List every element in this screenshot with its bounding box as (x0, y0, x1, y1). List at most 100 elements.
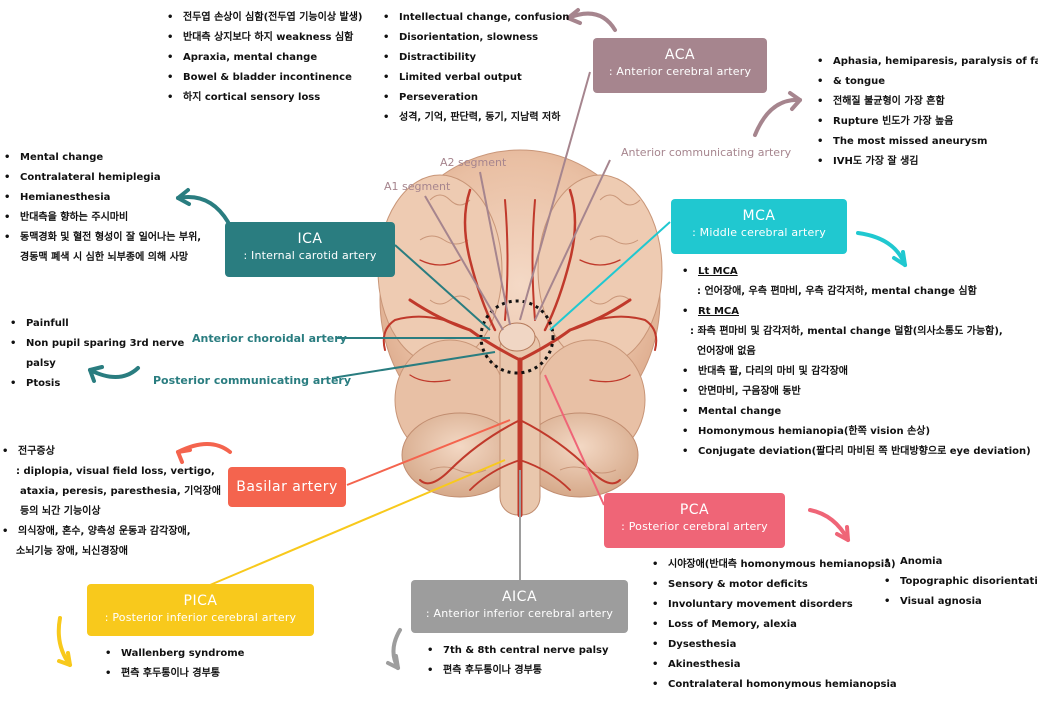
basilar-list: 전구증상 (0, 442, 55, 462)
list-item: Dysesthesia (650, 635, 897, 655)
list-item: Distractibility (381, 48, 569, 68)
list-item: Topographic disorientation (882, 572, 1038, 592)
basilar-desc-2: ataxia, peresis, paresthesia, 기억장애 (20, 486, 221, 497)
mca-list-2: 반대측 팔, 다리의 마비 및 감각장애 안면마비, 구음장애 동반 Menta… (680, 362, 1031, 462)
list-item: Apraxia, mental change (165, 48, 362, 68)
ica-subtitle: : Internal carotid artery (243, 249, 377, 262)
pcom-list-2: Ptosis (8, 374, 60, 394)
pca-box: PCA : Posterior cerebral artery (604, 493, 785, 548)
mca-title: MCA (742, 208, 776, 224)
a2-segment-label: A2 segment (440, 156, 507, 169)
mca-list-rt: Rt MCA (680, 302, 739, 322)
acom-list: Aphasia, hemiparesis, paralysis of face … (815, 52, 1038, 172)
list-item: 의식장애, 혼수, 양측성 운동과 감각장애, (0, 522, 191, 542)
pca-subtitle: : Posterior cerebral artery (621, 520, 768, 533)
mca-box: MCA : Middle cerebral artery (671, 199, 847, 254)
list-item: Anomia (882, 552, 1038, 572)
list-item: 편측 후두통이나 경부통 (103, 664, 244, 684)
list-item: 동맥경화 및 혈전 형성이 잘 일어나는 부위, (2, 228, 201, 248)
aca-list-2: Intellectual change, confusion Disorient… (381, 8, 569, 128)
list-item: Contralateral hemiplegia (2, 168, 201, 188)
aca-subtitle: : Anterior cerebral artery (608, 65, 752, 78)
list-item: IVH도 가장 잘 생김 (815, 152, 1038, 172)
pcom-list: Painfull Non pupil sparing 3rd nerve (8, 314, 184, 354)
anterior-choroidal-label: Anterior choroidal artery (192, 332, 347, 345)
list-item: Limited verbal output (381, 68, 569, 88)
list-item: 전두엽 손상이 심함(전두엽 기능이상 발생) (165, 8, 362, 28)
list-item: Lt MCA (680, 262, 738, 282)
list-item: 반대측 상지보다 하지 weakness 심함 (165, 28, 362, 48)
lt-mca-desc: : 언어장애, 우측 편마비, 우측 감각저하, mental change 심… (697, 286, 977, 297)
list-item: Involuntary movement disorders (650, 595, 897, 615)
pcom-list-continuation: palsy (26, 358, 56, 369)
aica-title: AICA (501, 589, 538, 605)
pcom-label: Posterior communicating artery (153, 374, 351, 387)
list-item: Disorientation, slowness (381, 28, 569, 48)
list-item: Conjugate deviation(팔다리 마비된 쪽 반대방향으로 eye… (680, 442, 1031, 462)
list-item: Bowel & bladder incontinence (165, 68, 362, 88)
ica-box: ICA : Internal carotid artery (225, 222, 395, 277)
list-item: Visual agnosia (882, 592, 1038, 612)
basilar-list-2: 의식장애, 혼수, 양측성 운동과 감각장애, (0, 522, 191, 542)
list-item: Contralateral homonymous hemianopsia (650, 675, 897, 695)
list-item: Mental change (2, 148, 201, 168)
list-item: 반대측을 향하는 주시마비 (2, 208, 201, 228)
list-item: 편측 후두통이나 경부통 (425, 661, 609, 681)
list-item: Hemianesthesia (2, 188, 201, 208)
list-item: 전구증상 (0, 442, 55, 462)
aica-box: AICA : Anterior inferior cerebral artery (411, 580, 628, 633)
list-item: Sensory & motor deficits (650, 575, 897, 595)
basilar-desc-3: 등의 뇌간 기능이상 (20, 506, 101, 517)
list-item: Non pupil sparing 3rd nerve (8, 334, 184, 354)
list-item: 성격, 기억, 판단력, 동기, 지남력 저하 (381, 108, 569, 128)
aica-subtitle: : Anterior inferior cerebral artery (425, 607, 614, 620)
brain-illustration (377, 149, 663, 518)
list-item: Homonymous hemianopia(한쪽 vision 손상) (680, 422, 1031, 442)
list-item: 반대측 팔, 다리의 마비 및 감각장애 (680, 362, 1031, 382)
list-item: 전해질 불균형이 가장 흔함 (815, 92, 1038, 112)
lt-mca-label: Lt MCA (698, 266, 738, 277)
list-item: Loss of Memory, alexia (650, 615, 897, 635)
list-item-continuation: & tongue (833, 76, 886, 87)
pica-title: PICA (183, 593, 218, 609)
ica-list-continuation: 경동맥 폐색 시 심한 뇌부종에 의해 사망 (20, 252, 189, 263)
pica-list: Wallenberg syndrome 편측 후두통이나 경부통 (103, 644, 244, 684)
aca-list-1: 전두엽 손상이 심함(전두엽 기능이상 발생) 반대측 상지보다 하지 weak… (165, 8, 362, 108)
pca-list-1: 시야장애(반대측 homonymous hemianopsia) Sensory… (650, 555, 897, 695)
pica-subtitle: : Posterior inferior cerebral artery (104, 611, 297, 624)
list-item: The most missed aneurysm (815, 132, 1038, 152)
rt-mca-desc: : 좌측 편마비 및 감각저하, mental change 덜함(의사소통도 … (690, 326, 1003, 337)
list-item: 시야장애(반대측 homonymous hemianopsia) (650, 555, 897, 575)
pca-title: PCA (679, 502, 710, 518)
acom-label: Anterior communicating artery (621, 146, 792, 159)
list-item: Perseveration (381, 88, 569, 108)
basilar-item2-continuation: 소뇌기능 장애, 뇌신경장애 (16, 546, 128, 557)
a1-segment-label: A1 segment (384, 180, 451, 193)
basilar-box: Basilar artery (228, 467, 346, 507)
list-item: 7th & 8th central nerve palsy (425, 641, 609, 661)
rt-mca-label: Rt MCA (698, 306, 739, 317)
aca-box: ACA : Anterior cerebral artery (593, 38, 767, 93)
list-item: 안면마비, 구음장애 동반 (680, 382, 1031, 402)
list-item: Rt MCA (680, 302, 739, 322)
list-item: Wallenberg syndrome (103, 644, 244, 664)
pca-list-2: Anomia Topographic disorientation Visual… (882, 552, 1038, 612)
basilar-title: Basilar artery (236, 479, 338, 495)
basilar-desc-1: : diplopia, visual field loss, vertigo, (16, 466, 215, 477)
list-item: Mental change (680, 402, 1031, 422)
list-item: 하지 cortical sensory loss (165, 88, 362, 108)
list-item: & tongue (815, 72, 1038, 92)
list-item: Rupture 빈도가 가장 높음 (815, 112, 1038, 132)
mca-list: Lt MCA (680, 262, 738, 282)
list-item: Akinesthesia (650, 655, 897, 675)
ica-list: Mental change Contralateral hemiplegia H… (2, 148, 201, 248)
list-item: Painfull (8, 314, 184, 334)
list-item: Aphasia, hemiparesis, paralysis of face (815, 52, 1038, 72)
list-item: Intellectual change, confusion (381, 8, 569, 28)
aca-title: ACA (664, 47, 696, 63)
list-item: Ptosis (8, 374, 60, 394)
mca-subtitle: : Middle cerebral artery (692, 226, 826, 239)
ica-title: ICA (297, 231, 323, 247)
rt-mca-desc-2: 언어장애 없음 (697, 346, 756, 357)
